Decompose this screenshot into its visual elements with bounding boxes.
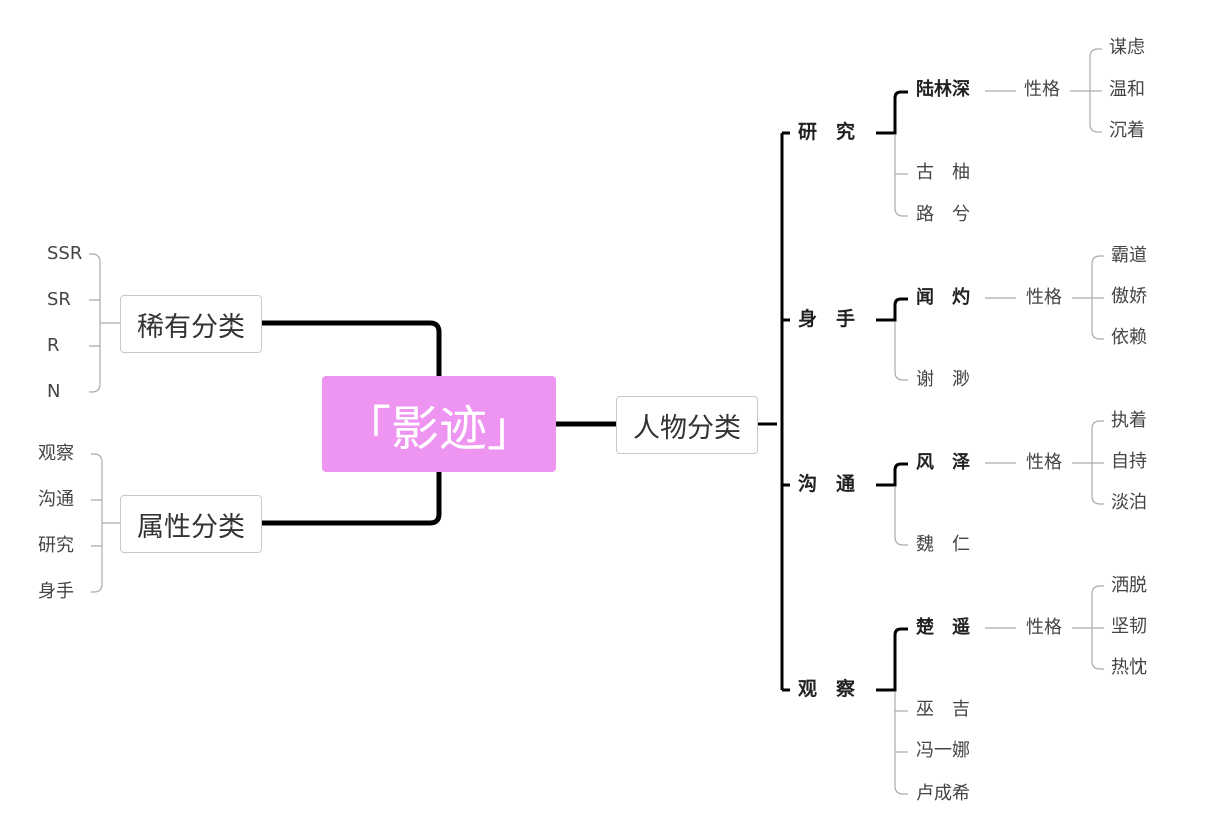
trait[interactable]: 温和: [1109, 79, 1145, 100]
trait[interactable]: 热忱: [1111, 657, 1147, 678]
leaf-rarity[interactable]: SSR: [47, 243, 83, 264]
leaf-rarity[interactable]: R: [47, 335, 60, 356]
person[interactable]: 路 兮: [916, 204, 970, 225]
node-label: 属性分类: [137, 511, 245, 543]
leaf-rarity[interactable]: SR: [47, 289, 71, 310]
root-label: 「影迹」: [342, 401, 535, 457]
person-primary[interactable]: 楚 遥: [916, 617, 970, 638]
group-research[interactable]: 研 究: [798, 121, 856, 143]
trait[interactable]: 沉着: [1109, 120, 1145, 141]
group-observation[interactable]: 观 察: [798, 678, 856, 700]
trait[interactable]: 依赖: [1111, 327, 1147, 348]
leaf-attribute[interactable]: 研究: [38, 535, 74, 556]
node-character-category[interactable]: 人物分类: [616, 396, 758, 454]
group-agility[interactable]: 身 手: [798, 308, 856, 330]
node-rarity-category[interactable]: 稀有分类: [120, 295, 262, 353]
trait[interactable]: 淡泊: [1111, 492, 1147, 513]
person-primary[interactable]: 陆林深: [916, 79, 970, 100]
person-primary[interactable]: 闻 灼: [916, 287, 970, 308]
person[interactable]: 魏 仁: [916, 534, 970, 555]
person[interactable]: 冯一娜: [916, 740, 970, 761]
person[interactable]: 古 柚: [916, 162, 970, 183]
node-label: 稀有分类: [137, 311, 245, 343]
leaf-attribute[interactable]: 身手: [38, 581, 74, 602]
person[interactable]: 巫 吉: [916, 699, 970, 720]
group-communication[interactable]: 沟 通: [798, 473, 856, 495]
trait[interactable]: 坚韧: [1111, 616, 1147, 637]
trait-label[interactable]: 性格: [1026, 287, 1062, 308]
trait-label[interactable]: 性格: [1026, 617, 1062, 638]
leaf-attribute[interactable]: 观察: [38, 443, 74, 464]
leaf-attribute[interactable]: 沟通: [38, 489, 74, 510]
root-node[interactable]: 「影迹」: [322, 376, 556, 472]
trait-label[interactable]: 性格: [1024, 79, 1060, 100]
node-attribute-category[interactable]: 属性分类: [120, 495, 262, 553]
trait[interactable]: 谋虑: [1109, 37, 1145, 58]
trait[interactable]: 傲娇: [1111, 286, 1147, 307]
trait[interactable]: 执着: [1111, 410, 1147, 431]
trait[interactable]: 自持: [1111, 451, 1147, 472]
person[interactable]: 卢成希: [916, 783, 970, 804]
person[interactable]: 谢 渺: [916, 369, 970, 390]
node-label: 人物分类: [633, 412, 741, 444]
trait[interactable]: 洒脱: [1111, 575, 1147, 596]
trait-label[interactable]: 性格: [1026, 452, 1062, 473]
trait[interactable]: 霸道: [1111, 245, 1147, 266]
leaf-rarity[interactable]: N: [47, 381, 61, 402]
person-primary[interactable]: 风 泽: [916, 452, 970, 473]
